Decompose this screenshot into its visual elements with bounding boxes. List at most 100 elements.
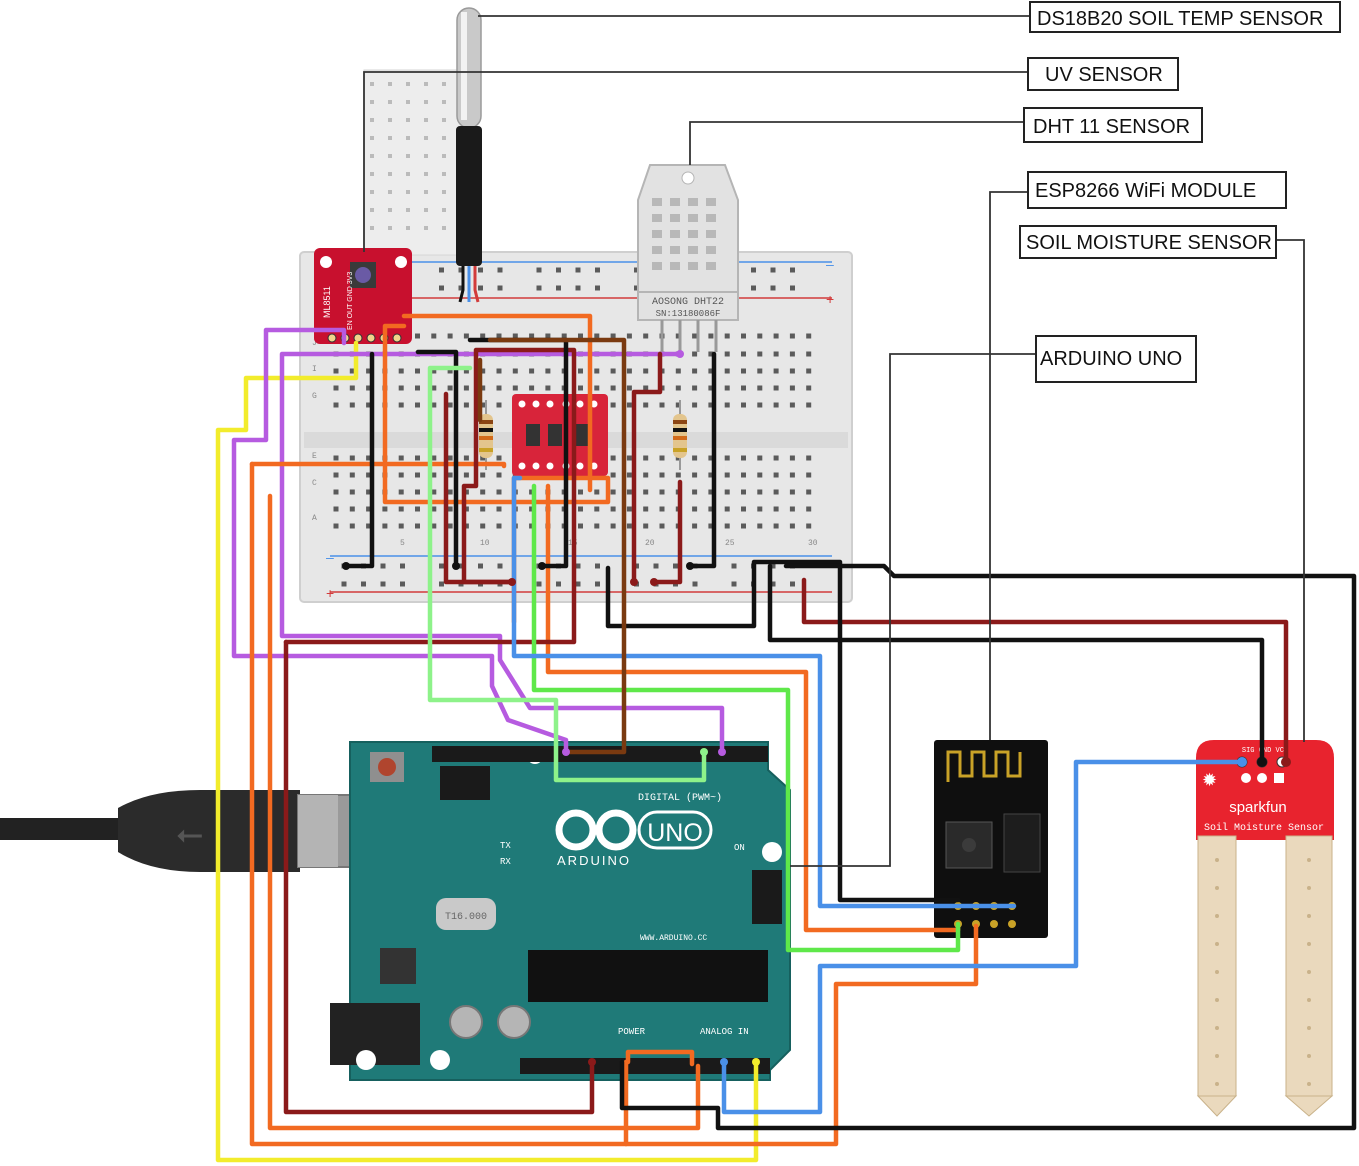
- breadboard-hole: [626, 489, 632, 495]
- breadboard-hole: [370, 136, 374, 140]
- breadboard-hole: [447, 506, 453, 512]
- breadboard-hole: [708, 455, 714, 461]
- breadboard-rail-hole: [770, 267, 776, 273]
- probe-dot: [1215, 886, 1219, 890]
- svg-text:5: 5: [400, 539, 405, 548]
- breadboard-hole: [741, 368, 746, 374]
- breadboard-hole: [806, 489, 812, 495]
- breadboard-hole: [480, 489, 486, 495]
- breadboard-hole: [773, 368, 779, 374]
- breadboard-rail-hole: [575, 581, 581, 587]
- breadboard-hole: [659, 472, 665, 478]
- breadboard-rail-hole: [556, 285, 561, 291]
- breadboard-hole: [529, 523, 535, 529]
- breadboard-rail-hole: [673, 563, 678, 569]
- uv-board-name: ML8511: [322, 286, 332, 318]
- breadboard-hole: [578, 523, 583, 529]
- breadboard-hole: [708, 368, 714, 374]
- svg-text:C: C: [312, 479, 317, 488]
- breadboard-hole: [806, 455, 812, 461]
- breadboard-rail-hole: [575, 285, 581, 291]
- breadboard-hole: [708, 523, 714, 529]
- breadboard-hole: [442, 154, 446, 158]
- svg-text:A: A: [312, 514, 317, 523]
- breadboard-hole: [692, 523, 698, 529]
- breadboard-rail-hole: [497, 285, 503, 291]
- breadboard-hole: [447, 489, 453, 495]
- breadboard-hole: [442, 118, 446, 122]
- breadboard-hole: [741, 506, 746, 512]
- breadboard-hole: [757, 368, 763, 374]
- breadboard-hole: [424, 118, 428, 122]
- breadboard-hole: [724, 472, 730, 478]
- breadboard-rail-hole: [341, 581, 347, 587]
- breadboard-hole: [789, 368, 795, 374]
- breadboard-hole: [561, 333, 567, 339]
- breadboard-hole: [415, 368, 420, 374]
- arduino-name-text: ARDUINO: [557, 853, 631, 868]
- ds18b20-probe: [456, 7, 482, 303]
- breadboard-hole: [406, 100, 410, 104]
- probe-dot: [1307, 1026, 1311, 1030]
- breadboard-hole: [424, 82, 428, 86]
- breadboard-hole: [398, 472, 404, 478]
- breadboard-hole: [388, 100, 392, 104]
- breadboard-hole: [773, 472, 779, 478]
- breadboard-hole: [578, 368, 583, 374]
- svg-text:+: +: [326, 585, 334, 601]
- breadboard-hole: [757, 333, 763, 339]
- breadboard-hole: [388, 172, 392, 176]
- breadboard-hole: [370, 190, 374, 194]
- breadboard-rail-hole: [595, 285, 600, 291]
- breadboard-hole: [545, 333, 551, 339]
- breadboard-hole: [741, 351, 746, 357]
- breadboard-hole: [773, 402, 779, 408]
- resistor-2: [673, 400, 687, 470]
- probe-dot: [1307, 942, 1311, 946]
- breadboard-hole: [431, 489, 437, 495]
- breadboard-hole: [349, 368, 355, 374]
- breadboard-hole: [724, 333, 730, 339]
- breadboard-rail-hole: [439, 563, 444, 569]
- breadboard-hole: [708, 472, 714, 478]
- breadboard-hole: [741, 402, 746, 408]
- breadboard-hole: [724, 385, 730, 391]
- breadboard-hole: [370, 172, 374, 176]
- breadboard-rail-hole: [439, 285, 444, 291]
- esp8266-module: [934, 740, 1048, 938]
- breadboard-hole: [529, 333, 535, 339]
- label-dht11-text: DHT 11 SENSOR: [1033, 116, 1190, 138]
- breadboard-hole: [757, 489, 763, 495]
- breadboard-hole: [741, 455, 746, 461]
- probe-dot: [1307, 998, 1311, 1002]
- breadboard-hole: [496, 472, 502, 478]
- breadboard-hole: [431, 402, 437, 408]
- breadboard-rail-hole: [380, 563, 386, 569]
- dht-serial: SN:13180086F: [656, 309, 721, 319]
- breadboard-rail-hole: [478, 563, 483, 569]
- arduino-digital-label: DIGITAL (PWM~): [638, 792, 722, 804]
- uv-board-pins: EN OUT GND 3V3: [347, 272, 354, 330]
- breadboard-hole: [406, 226, 410, 230]
- breadboard-hole: [594, 368, 600, 374]
- breadboard-hole: [424, 172, 428, 176]
- breadboard-rail-hole: [731, 581, 737, 587]
- breadboard-hole: [424, 226, 428, 230]
- breadboard-hole: [333, 402, 339, 408]
- breadboard-hole: [757, 523, 763, 529]
- breadboard-hole: [480, 472, 486, 478]
- breadboard-hole: [643, 333, 649, 339]
- breadboard-hole: [366, 472, 372, 478]
- breadboard-hole: [349, 472, 355, 478]
- breadboard-hole: [578, 385, 583, 391]
- breadboard-hole: [480, 333, 486, 339]
- breadboard-hole: [333, 472, 339, 478]
- breadboard-hole: [496, 489, 502, 495]
- breadboard-rail-hole: [595, 581, 600, 587]
- breadboard-hole: [724, 455, 730, 461]
- arduino-power-label: POWER: [618, 1027, 646, 1037]
- breadboard-rail-hole: [380, 581, 386, 587]
- breadboard-hole: [398, 385, 404, 391]
- breadboard-hole: [806, 523, 812, 529]
- breadboard-hole: [512, 368, 518, 374]
